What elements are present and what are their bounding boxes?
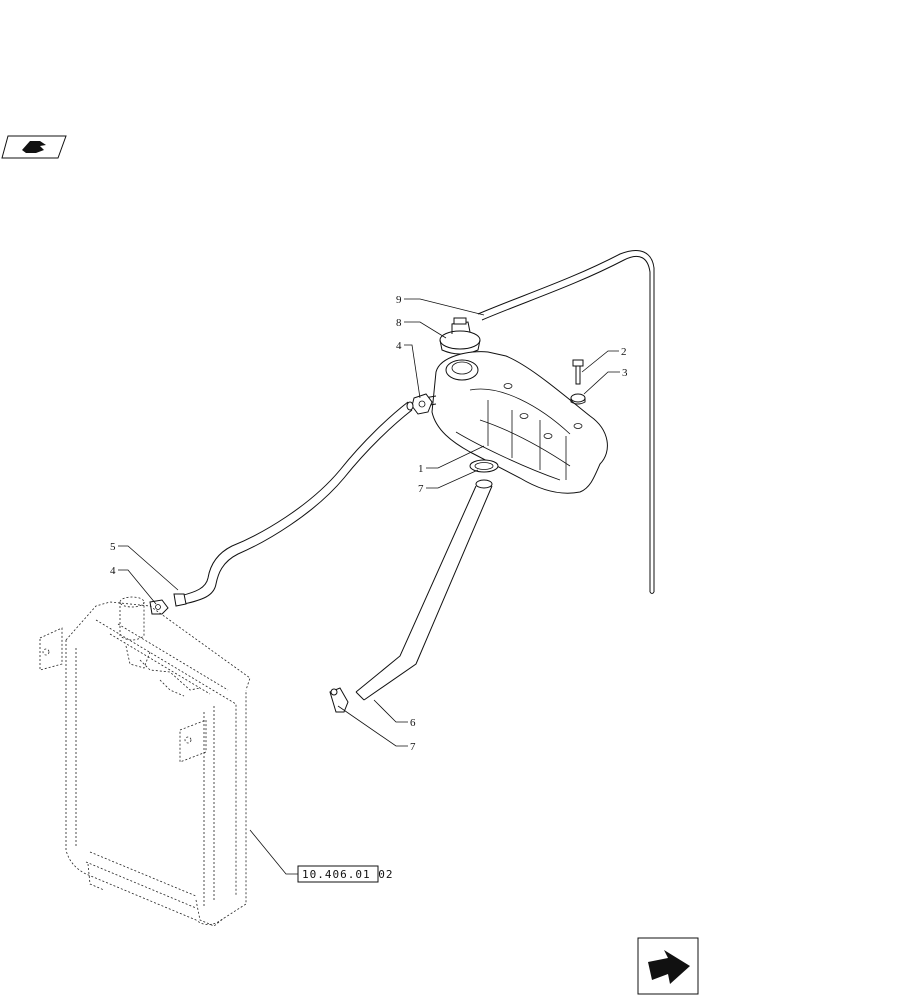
callout-4-lower: 4 bbox=[110, 565, 116, 577]
hose-clamp-tank-outlet bbox=[469, 459, 499, 473]
reference-code: 10.406.01 02 bbox=[302, 868, 393, 881]
expansion-tank bbox=[423, 351, 608, 494]
callout-9: 9 bbox=[396, 294, 402, 306]
callout-6: 6 bbox=[410, 717, 416, 729]
callout-7-lower: 7 bbox=[410, 741, 416, 753]
callout-8: 8 bbox=[396, 317, 402, 329]
bolt bbox=[572, 359, 584, 385]
callout-7-upper: 7 bbox=[418, 483, 424, 495]
callout-labels: 9 8 4 2 3 1 7 5 4 6 7 bbox=[110, 294, 628, 753]
hose-clamp-bottom bbox=[329, 687, 349, 713]
vent-pipe bbox=[173, 401, 414, 607]
filler-cap bbox=[439, 317, 481, 355]
reference-code-box[interactable]: 10.406.01 02 bbox=[297, 865, 393, 883]
vent-hose bbox=[477, 250, 655, 594]
callout-3: 3 bbox=[622, 367, 628, 379]
next-page-arrow-icon[interactable] bbox=[637, 937, 699, 995]
leader-lines bbox=[118, 298, 620, 875]
radiator-reference bbox=[39, 596, 251, 927]
hand-pointer-icon[interactable] bbox=[1, 135, 67, 159]
lower-hose bbox=[355, 479, 493, 701]
callout-5: 5 bbox=[110, 541, 116, 553]
washer bbox=[570, 393, 586, 405]
callout-4-upper: 4 bbox=[396, 340, 402, 352]
callout-2: 2 bbox=[621, 346, 627, 358]
callout-1: 1 bbox=[418, 463, 424, 475]
hose-clamp-lower bbox=[149, 599, 169, 615]
